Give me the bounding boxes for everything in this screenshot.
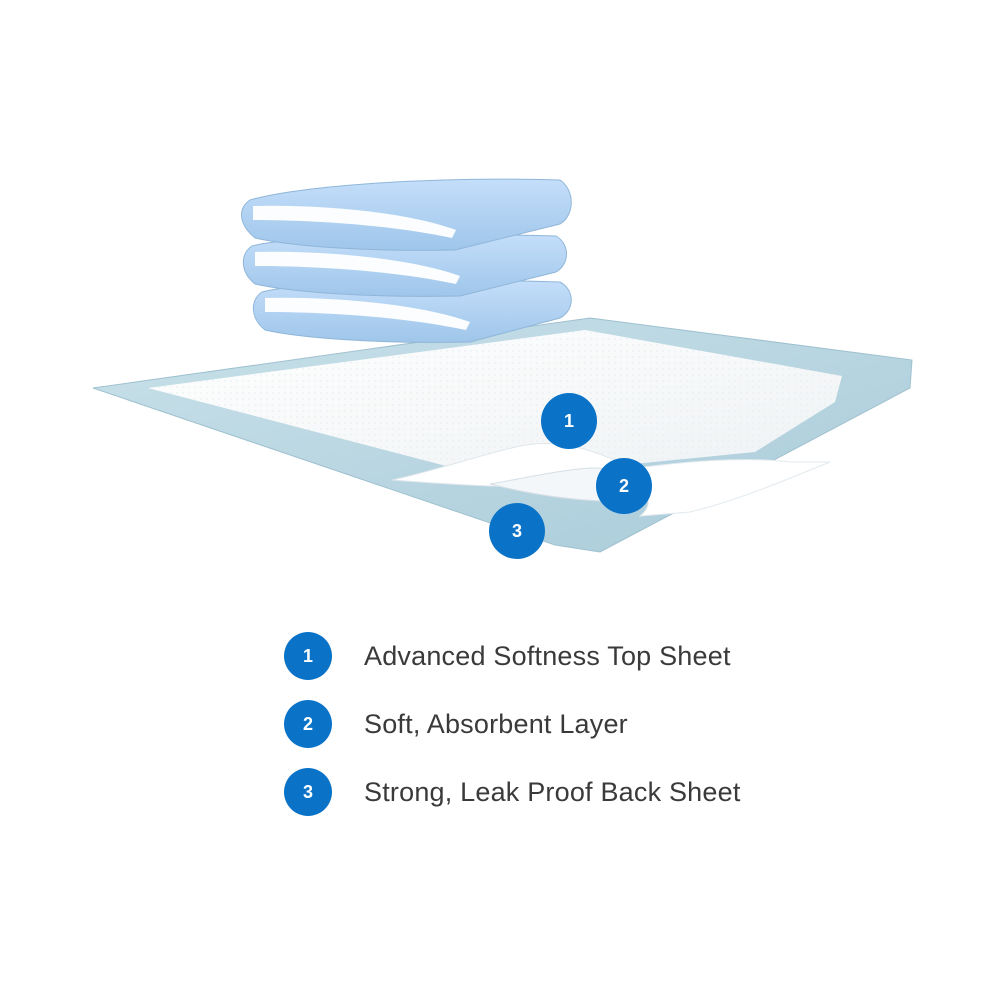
legend-item-2: 2 Soft, Absorbent Layer — [284, 700, 804, 748]
legend-label-1: Advanced Softness Top Sheet — [364, 640, 731, 671]
legend-item-1: 1 Advanced Softness Top Sheet — [284, 632, 804, 680]
legend-label-3: Strong, Leak Proof Back Sheet — [364, 776, 741, 807]
flat-underpad — [92, 317, 913, 553]
callout-badge-2: 2 — [596, 458, 652, 514]
callout-badge-3: 3 — [489, 503, 545, 559]
legend-badge-2: 2 — [284, 700, 332, 748]
legend-badge-3: 3 — [284, 768, 332, 816]
layer-legend: 1 Advanced Softness Top Sheet 2 Soft, Ab… — [284, 632, 804, 836]
folded-pad-1 — [241, 178, 572, 251]
peeled-back-layer — [618, 459, 831, 517]
legend-label-2: Soft, Absorbent Layer — [364, 708, 628, 739]
callout-number-2: 2 — [619, 476, 629, 496]
folded-pad-stack — [241, 178, 572, 343]
callout-number-1: 1 — [564, 411, 574, 431]
legend-item-3: 3 Strong, Leak Proof Back Sheet — [284, 768, 804, 816]
callout-number-3: 3 — [512, 521, 522, 541]
underpad-illustration: 1 2 3 — [92, 178, 913, 559]
legend-badge-1: 1 — [284, 632, 332, 680]
callout-badge-1: 1 — [541, 393, 597, 449]
